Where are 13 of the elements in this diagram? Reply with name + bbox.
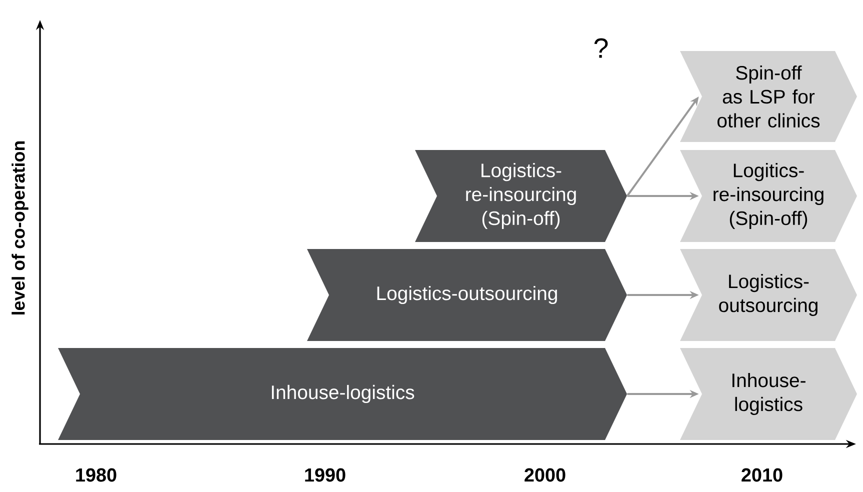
axis-label: level of co-operation — [12, 141, 28, 314]
stage-box: Inhouse- logistics — [680, 348, 857, 440]
year-label: 2010 — [742, 468, 782, 482]
stage-box: Logistics- re-insourcing (Spin-off) — [415, 150, 627, 242]
year-label: 2000 — [524, 468, 566, 482]
stage-box: Inhouse-logistics — [58, 348, 627, 440]
year-label: 1990 — [305, 468, 346, 482]
stage-box: Logistics-outsourcing — [307, 249, 627, 341]
stage-box: Logistics- outsourcing — [680, 249, 857, 341]
question-mark: ? — [594, 38, 608, 58]
stage-box: Spin-off as LSP for other clinics — [680, 51, 857, 142]
stage-box: Logitics- re-insourcing (Spin-off) — [680, 150, 857, 242]
year-label: 1980 — [76, 468, 116, 482]
